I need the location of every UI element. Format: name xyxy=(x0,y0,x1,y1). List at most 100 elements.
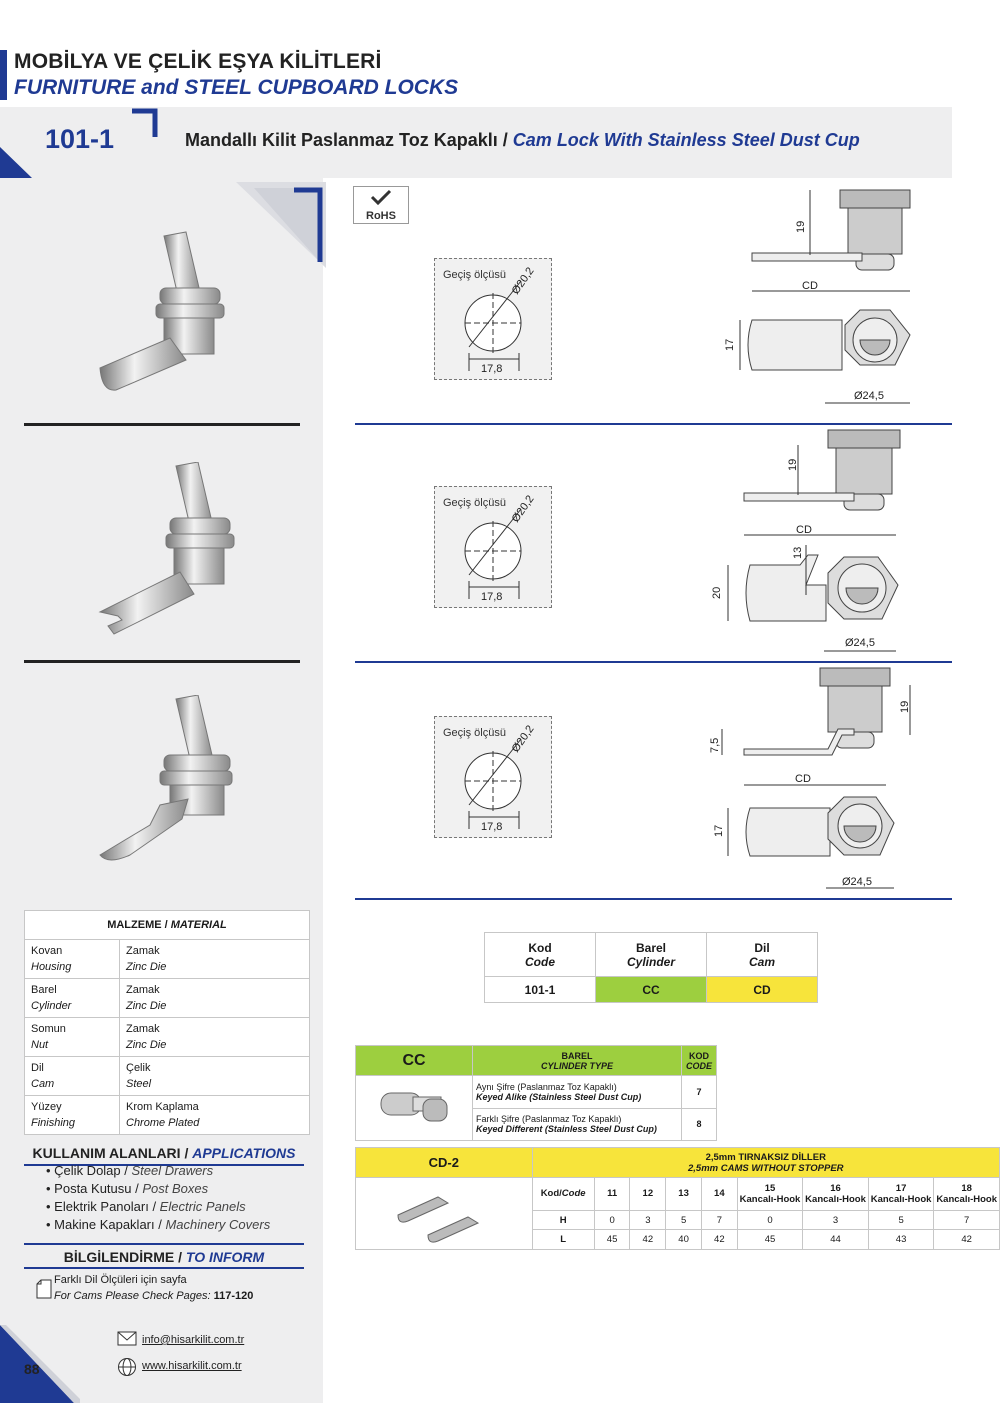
globe-icon xyxy=(118,1358,136,1376)
divider-blue-1 xyxy=(355,423,952,425)
pass-diameter-label: Ø20,2 xyxy=(510,265,537,296)
material-header: MALZEME / MATERIAL xyxy=(24,910,310,940)
dim-diameter: Ø24,5 xyxy=(845,637,875,649)
inform-line-en: For Cams Please Check Pages: xyxy=(54,1290,211,1302)
applications-list: • Çelik Dolap / Steel Drawers • Posta Ku… xyxy=(46,1162,270,1234)
catalog-title-en: FURNITURE and STEEL CUPBOARD LOCKS xyxy=(14,76,459,99)
product-photo-3 xyxy=(99,695,233,861)
dim-offset: 7,5 xyxy=(709,738,721,753)
pass-size-label: Geçiş ölçüsü xyxy=(443,727,506,739)
divider-blue-2 xyxy=(355,661,952,663)
page-number: 88 xyxy=(24,1361,40,1377)
cylinder-key-image xyxy=(380,1092,448,1122)
dim-height: 19 xyxy=(787,459,799,471)
cam-image xyxy=(397,1196,479,1243)
technical-drawing-1: 19 CD 17 Ø24,5 xyxy=(724,189,911,404)
product-photo-1 xyxy=(99,231,225,391)
pass-size-box-3: Geçiş ölçüsü 17,8 Ø20,2 xyxy=(434,716,552,838)
pass-size-box-2: Geçiş ölçüsü 17,8 Ø20,2 xyxy=(434,486,552,608)
dim-cam-height: 17 xyxy=(713,825,725,837)
dim-height: 19 xyxy=(899,701,911,713)
inform-underline xyxy=(24,1267,304,1269)
pass-diameter-label: Ø20,2 xyxy=(510,493,537,524)
table-row: Farklı Şifre (Paslanmaz Toz Kapaklı)Keye… xyxy=(356,1107,717,1141)
applications-title: KULLANIM ALANLARI / APPLICATIONS xyxy=(32,1145,296,1161)
dim-cam-height: 20 xyxy=(711,587,723,599)
dim-cd: CD xyxy=(796,524,812,536)
website-link[interactable]: www.hisarkilit.com.tr xyxy=(142,1360,242,1372)
cc-label: CC xyxy=(355,1045,473,1076)
pass-width-label: 17,8 xyxy=(481,591,502,603)
pass-width-label: 17,8 xyxy=(481,363,502,375)
table-row: Aynı Şifre (Paslanmaz Toz Kapaklı)Keyed … xyxy=(355,1075,717,1141)
divider-blue-3 xyxy=(355,898,952,900)
catalog-title-tr: MOBİLYA VE ÇELİK EŞYA KİLİTLERİ xyxy=(14,50,382,73)
cam-value: CD xyxy=(706,976,818,1003)
pass-size-drawing: 17,8 Ø20,2 xyxy=(464,493,537,603)
product-code: 101-1 xyxy=(45,124,115,154)
inform-title: BİLGİLENDİRME / TO INFORM xyxy=(63,1249,265,1265)
product-title-separator: / xyxy=(502,130,508,150)
pass-diameter-label: Ø20,2 xyxy=(510,723,537,754)
dim-hook: 13 xyxy=(792,547,804,559)
sidebar-panel xyxy=(0,178,323,1403)
corner-bracket-decoration xyxy=(0,108,158,178)
inform-overline xyxy=(24,1243,304,1245)
material-header-en: MATERIAL xyxy=(170,919,227,931)
product-title: Mandallı Kilit Paslanmaz Toz Kapaklı / C… xyxy=(185,130,860,151)
footer-corner-decoration xyxy=(0,1325,80,1403)
table-row: 101-1 CC CD xyxy=(484,976,818,1003)
cd-label: CD-2 xyxy=(355,1147,533,1178)
technical-drawing-2: 19 CD 13 20 Ø24,5 xyxy=(711,429,901,652)
technical-drawing-3: 19 7,5 CD 17 Ø24,5 xyxy=(709,667,911,889)
dim-diameter: Ø24,5 xyxy=(854,390,884,402)
kod-code-header: Kod/Code xyxy=(531,1177,595,1211)
pass-size-drawing: 17,8 Ø20,2 xyxy=(464,265,537,375)
cam-image-cell xyxy=(355,1177,533,1250)
product-title-band xyxy=(0,107,952,178)
dim-cam-height: 17 xyxy=(724,339,736,351)
header-accent-bar xyxy=(0,50,7,100)
dim-height: 19 xyxy=(795,221,807,233)
dim-diameter: Ø24,5 xyxy=(842,876,872,888)
rohs-label: RoHS xyxy=(366,210,396,222)
product-title-en: Cam Lock With Stainless Steel Dust Cup xyxy=(512,130,860,150)
list-item: • Elektrik Panoları / Electric Panels xyxy=(46,1199,246,1214)
corner-decoration xyxy=(236,182,326,268)
email-icon xyxy=(117,1331,137,1346)
document-icon xyxy=(36,1279,52,1299)
product-photo-2 xyxy=(98,462,235,635)
list-item: • Makine Kapakları / Machinery Covers xyxy=(46,1217,271,1232)
check-icon xyxy=(370,189,392,206)
pass-size-label: Geçiş ölçüsü xyxy=(443,269,506,281)
dim-cd: CD xyxy=(795,773,811,785)
inform-pages: 117-120 xyxy=(213,1290,254,1302)
product-title-tr: Mandallı Kilit Paslanmaz Toz Kapaklı xyxy=(185,130,498,150)
pass-size-box-1: Geçiş ölçüsü 17,8 Ø20,2 xyxy=(434,258,552,380)
pass-width-label: 17,8 xyxy=(481,821,502,833)
pass-size-drawing: 17,8 Ø20,2 xyxy=(464,723,537,833)
cylinder-image-cell xyxy=(355,1075,473,1141)
list-item: • Posta Kutusu / Post Boxes xyxy=(46,1181,209,1196)
list-item: • Çelik Dolap / Steel Drawers xyxy=(46,1163,214,1178)
divider-2 xyxy=(24,660,300,663)
rohs-badge: RoHS xyxy=(353,186,409,224)
pass-size-label: Geçiş ölçüsü xyxy=(443,497,506,509)
email-link[interactable]: info@hisarkilit.com.tr xyxy=(142,1334,245,1346)
code-value: 101-1 xyxy=(484,976,596,1003)
cylinder-value: CC xyxy=(595,976,707,1003)
material-header-tr: MALZEME xyxy=(107,919,162,931)
divider-1 xyxy=(24,423,300,426)
dim-cd: CD xyxy=(802,280,818,292)
